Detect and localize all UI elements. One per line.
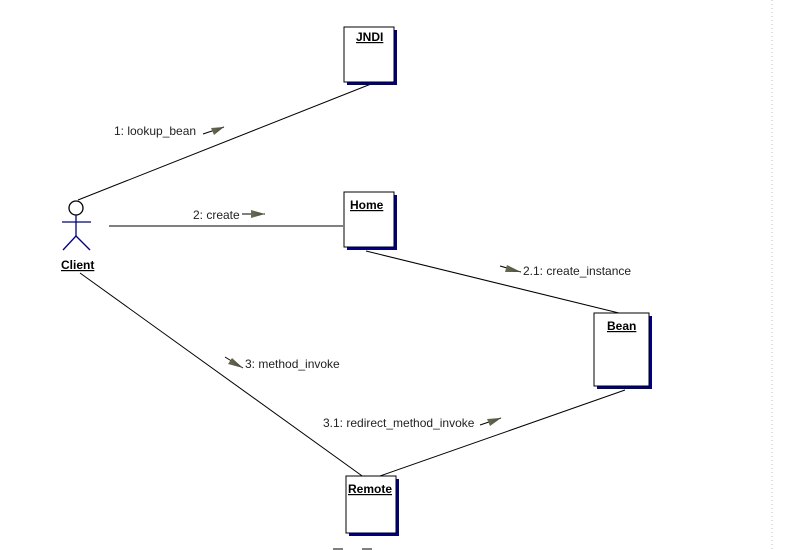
message-method-invoke-label: 3: method_invoke [245,357,340,371]
message-create-label: 2: create [193,208,240,222]
arrow-icon [479,417,502,426]
message-lookup-bean-label: 1: lookup_bean [114,124,196,138]
arrow-icon [202,126,225,135]
arrow-icon [499,265,522,273]
object-bean[interactable]: Bean [593,312,652,389]
message-redirect-method-invoke[interactable]: 3.1: redirect_method_invoke [323,416,502,430]
object-home[interactable]: Home [343,191,397,250]
link-bean-remote [379,389,626,477]
link-client-jndi [77,83,372,201]
link-home-bean [365,250,624,315]
links [77,83,626,479]
link-client-remote [79,272,366,479]
arrow-icon [242,210,265,218]
object-jndi[interactable]: JNDI [343,26,397,85]
message-create-instance[interactable]: 2.1: create_instance [499,264,631,278]
arrow-icon [224,356,244,369]
object-remote[interactable]: Remote [345,475,399,536]
actor-icon [62,200,91,251]
message-method-invoke[interactable]: 3: method_invoke [224,356,340,371]
actor-client-label: Client [61,258,94,272]
actor-client[interactable]: Client [61,200,94,272]
object-remote-label: Remote [348,482,392,496]
message-create[interactable]: 2: create [193,208,265,222]
object-home-label: Home [350,198,384,212]
message-lookup-bean[interactable]: 1: lookup_bean [114,124,225,138]
object-jndi-label: JNDI [356,30,383,44]
message-redirect-method-invoke-label: 3.1: redirect_method_invoke [323,416,475,430]
message-create-instance-label: 2.1: create_instance [523,264,631,278]
object-bean-label: Bean [607,319,636,333]
